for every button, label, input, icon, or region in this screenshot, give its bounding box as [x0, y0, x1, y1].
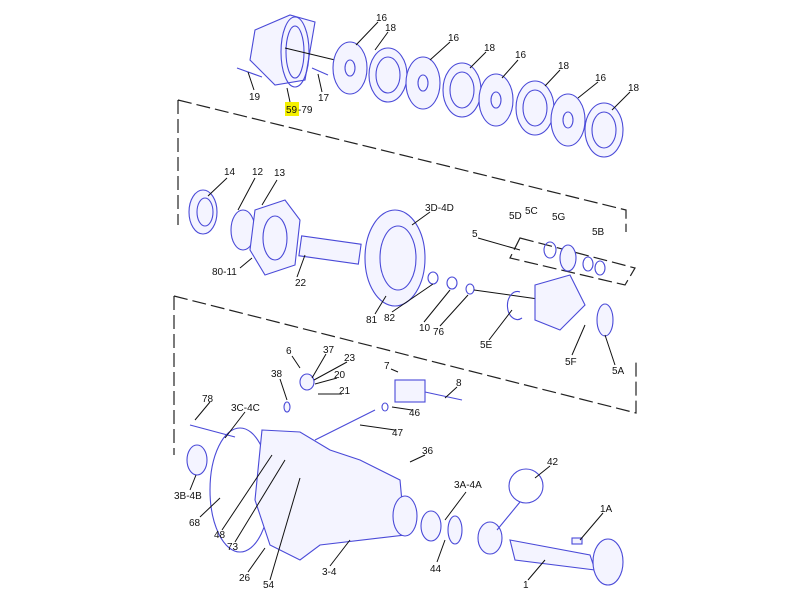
axle-housing: [186, 373, 624, 586]
part-label-47[interactable]: 47: [392, 428, 404, 439]
part-label-1a[interactable]: 1A: [600, 504, 613, 515]
part-label-12[interactable]: 12: [252, 167, 264, 178]
part-label-7[interactable]: 7: [384, 361, 390, 372]
part-label-5b[interactable]: 5B: [592, 227, 605, 238]
part-label-3-4[interactable]: 3-4: [322, 567, 337, 578]
part-label-76[interactable]: 76: [433, 327, 445, 338]
part-label-3c-4c[interactable]: 3C-4C: [231, 403, 260, 414]
part-label-42[interactable]: 42: [547, 457, 559, 468]
part-label-54[interactable]: 54: [263, 580, 275, 591]
part-label-37[interactable]: 37: [323, 345, 335, 356]
part-label-17[interactable]: 17: [318, 93, 330, 104]
part-label-18[interactable]: 18: [558, 61, 570, 72]
part-label-80-11[interactable]: 80-11: [212, 267, 237, 278]
part-label-26[interactable]: 26: [239, 573, 251, 584]
part-label-68[interactable]: 68: [189, 518, 201, 529]
part-labels: 16 18 16 18 16 18 16 18 19 59 -79 17 14 …: [174, 13, 640, 591]
part-label-5[interactable]: 5: [472, 229, 478, 240]
part-label-38[interactable]: 38: [271, 369, 283, 380]
part-label-5d[interactable]: 5D: [509, 211, 522, 222]
part-label-22[interactable]: 22: [295, 278, 307, 289]
differential-carrier-parts: [188, 189, 614, 337]
part-label-5c[interactable]: 5C: [525, 206, 538, 217]
part-label-5g[interactable]: 5G: [552, 212, 566, 223]
part-label-82[interactable]: 82: [384, 313, 396, 324]
part-label-78[interactable]: 78: [202, 394, 214, 405]
part-label-48[interactable]: 48: [214, 530, 226, 541]
part-label-5f[interactable]: 5F: [565, 357, 577, 368]
upper-group-frame: [177, 99, 627, 232]
part-label-18[interactable]: 18: [484, 43, 496, 54]
part-label-16[interactable]: 16: [448, 33, 460, 44]
part-label-44[interactable]: 44: [430, 564, 442, 575]
part-label-6[interactable]: 6: [286, 346, 292, 357]
part-label-3a-4a[interactable]: 3A-4A: [454, 480, 482, 491]
part-label-1[interactable]: 1: [523, 580, 529, 591]
part-label-10[interactable]: 10: [419, 323, 431, 334]
part-label-16[interactable]: 16: [376, 13, 388, 24]
brake-housing: [236, 14, 336, 88]
part-label-19[interactable]: 19: [249, 92, 261, 103]
part-label-5e[interactable]: 5E: [480, 340, 493, 351]
part-label-18[interactable]: 18: [628, 83, 640, 94]
part-label-16[interactable]: 16: [595, 73, 607, 84]
part-label-79[interactable]: -79: [298, 105, 313, 116]
leader-lines: [189, 21, 631, 581]
pinion-group-frame: [509, 237, 636, 286]
part-label-3b-4b[interactable]: 3B-4B: [174, 491, 202, 502]
part-label-5a[interactable]: 5A: [612, 366, 625, 377]
part-label-13[interactable]: 13: [274, 168, 286, 179]
part-label-20[interactable]: 20: [334, 370, 346, 381]
part-label-3d-4d[interactable]: 3D-4D: [425, 203, 454, 214]
part-label-14[interactable]: 14: [224, 167, 236, 178]
brake-disk-stack: [332, 41, 624, 158]
middle-group-frame: [173, 295, 637, 455]
part-label-23[interactable]: 23: [344, 353, 356, 364]
part-label-21[interactable]: 21: [339, 386, 351, 397]
part-label-18[interactable]: 18: [385, 23, 397, 34]
part-label-36[interactable]: 36: [422, 446, 434, 457]
label-highlight: [285, 102, 299, 116]
part-label-81[interactable]: 81: [366, 315, 378, 326]
part-label-73[interactable]: 73: [227, 542, 239, 553]
part-label-16[interactable]: 16: [515, 50, 527, 61]
part-label-46[interactable]: 46: [409, 408, 421, 419]
part-label-59-highlighted[interactable]: 59: [286, 105, 298, 116]
part-label-8[interactable]: 8: [456, 378, 462, 389]
